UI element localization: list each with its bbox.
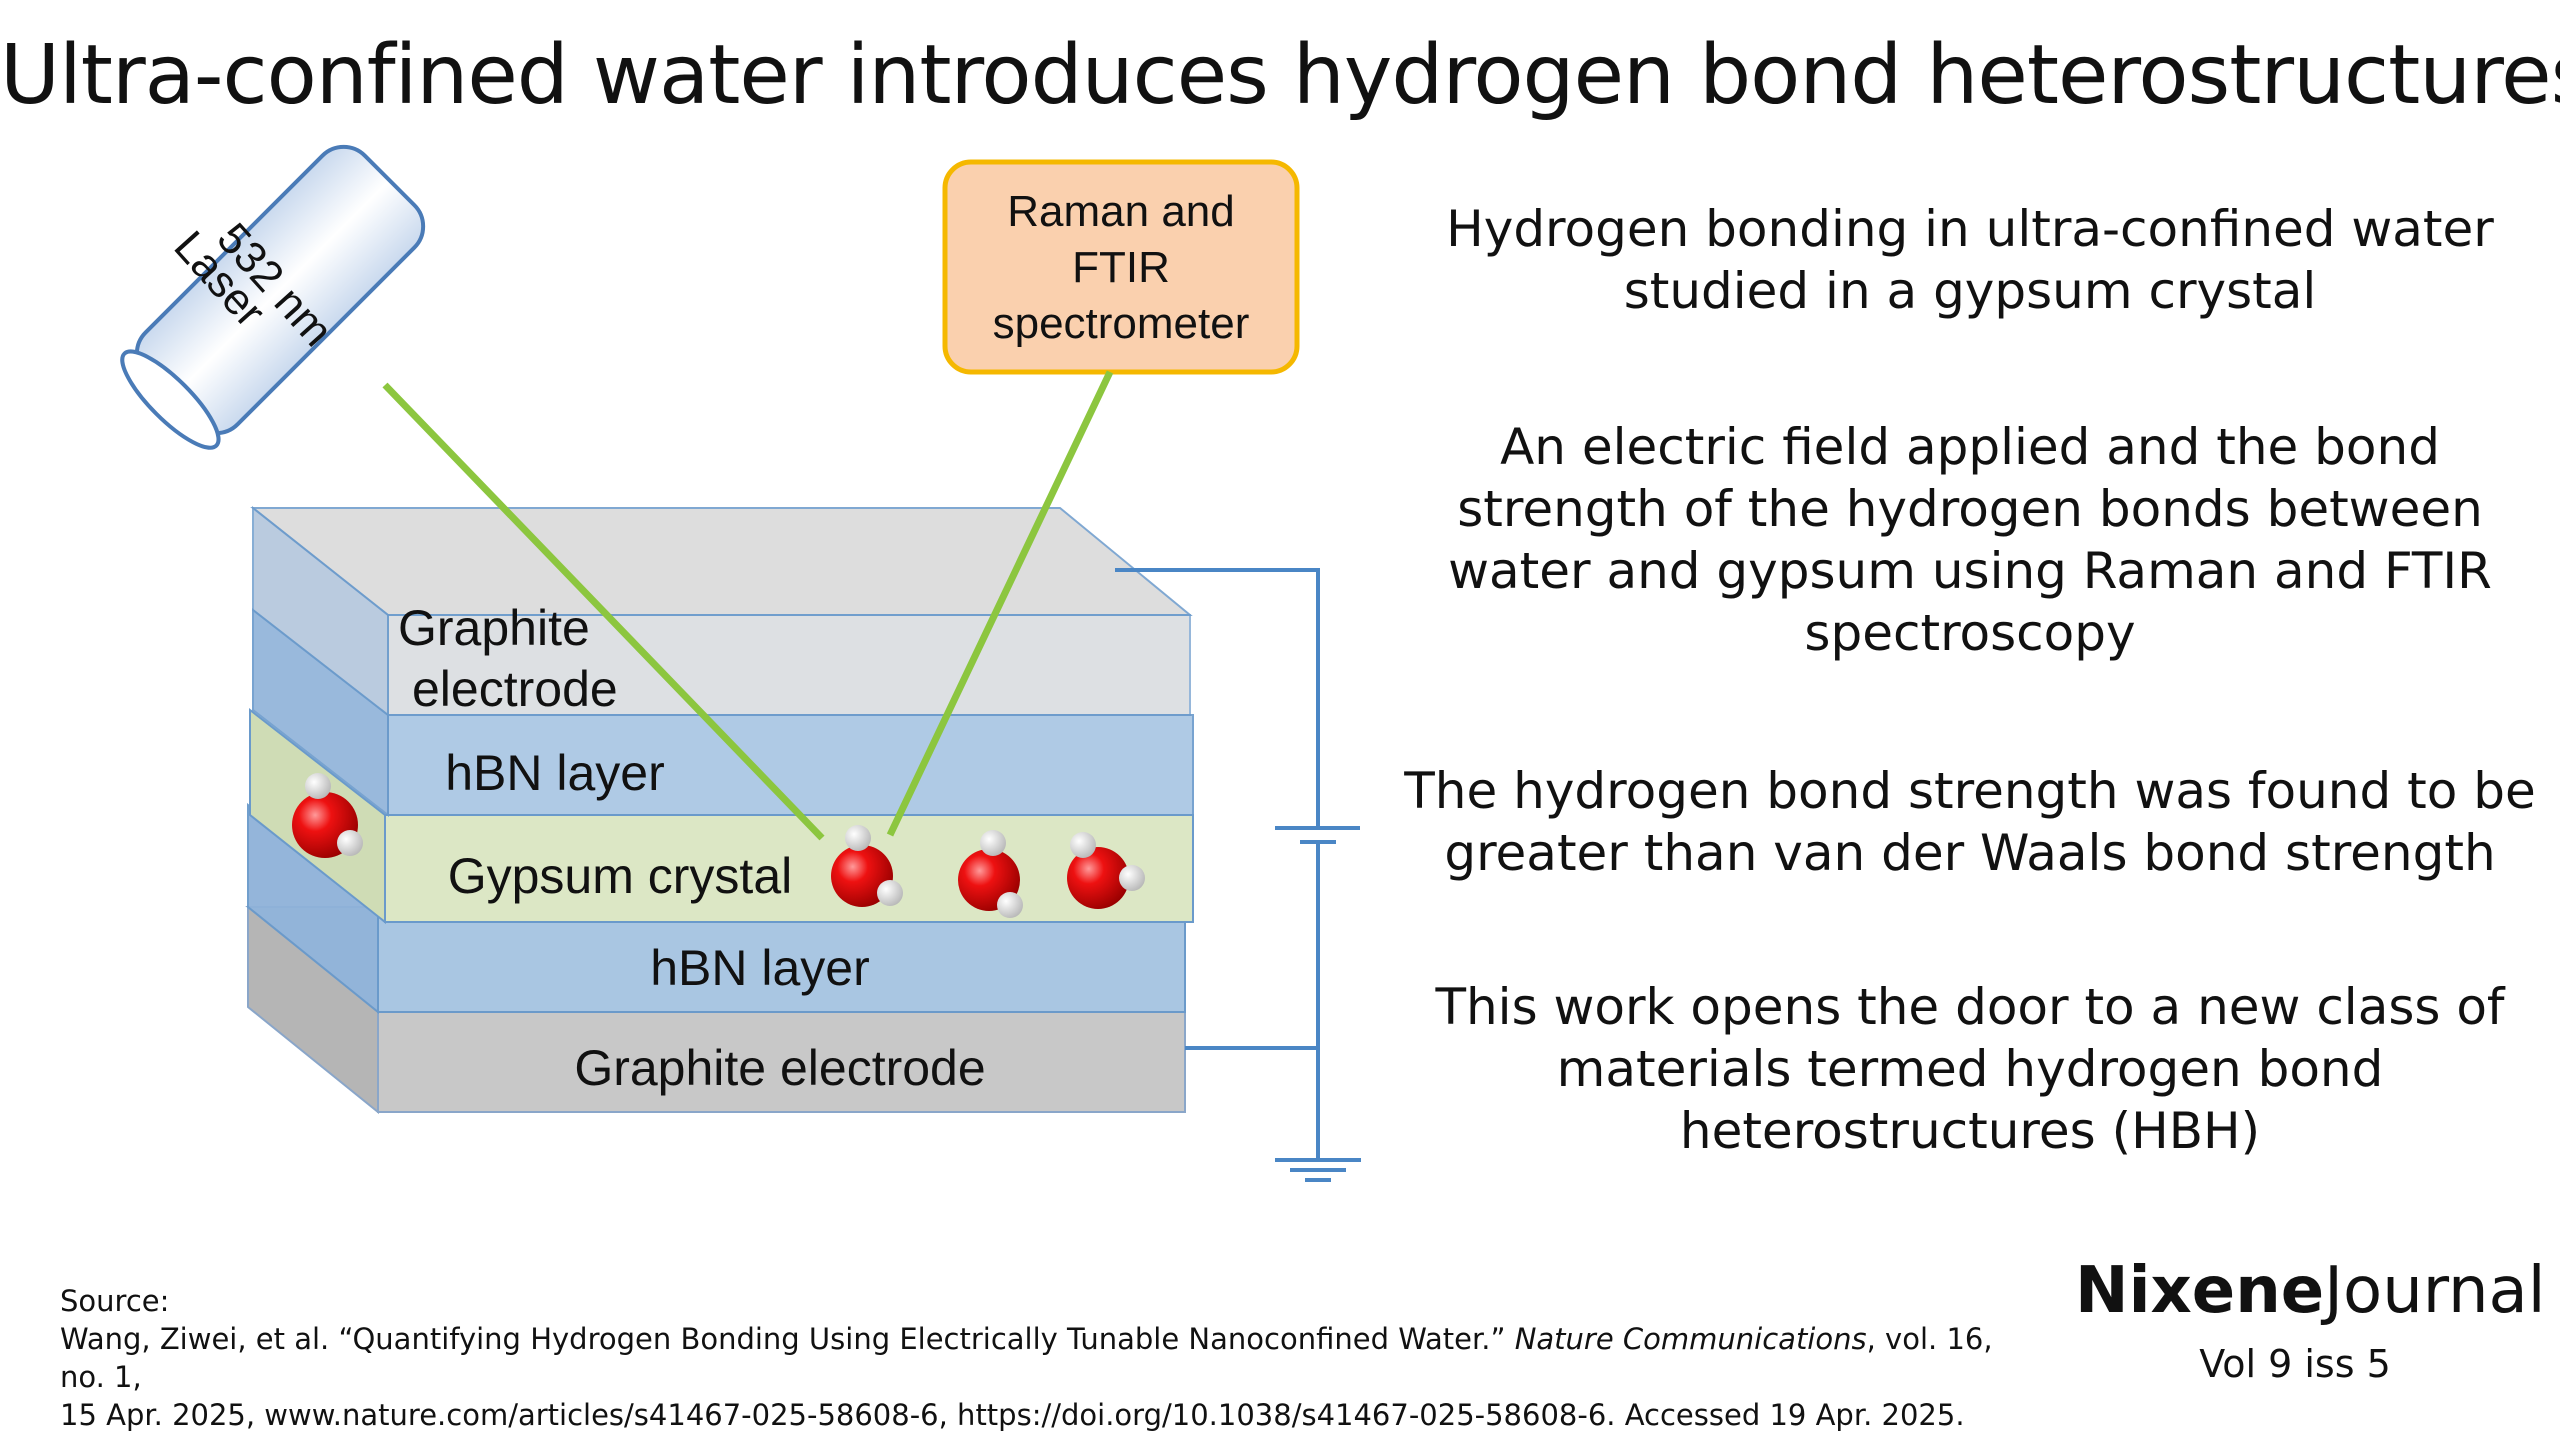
bottom-graphite-label: Graphite electrode xyxy=(574,1040,985,1096)
water-molecule xyxy=(958,830,1023,918)
top-graphite-label-line1: Graphite xyxy=(398,600,590,656)
bottom-hbn-label: hBN layer xyxy=(650,940,870,996)
top-hbn-layer xyxy=(252,607,1194,818)
spectrometer-label-line3: spectrometer xyxy=(993,299,1250,348)
water-molecule xyxy=(292,773,363,858)
gypsum-label: Gypsum crystal xyxy=(448,848,793,904)
page-title: Ultra-confined water introduces hydrogen… xyxy=(0,28,2560,123)
top-graphite-label-line2: electrode xyxy=(412,661,618,717)
source-line1: Wang, Ziwei, et al. “Quantifying Hydroge… xyxy=(60,1322,1993,1394)
source-citation: Source: Wang, Ziwei, et al. “Quantifying… xyxy=(60,1282,2010,1434)
point-1: Hydrogen bonding in ultra-confined water… xyxy=(1446,200,2494,320)
circuit-wires xyxy=(1115,568,1361,1182)
laser-device xyxy=(120,144,426,450)
water-molecule xyxy=(1067,832,1145,909)
point-3: The hydrogen bond strength was found to … xyxy=(1404,762,2536,882)
gypsum-crystal-layer xyxy=(249,707,1194,925)
issue-label: Vol 9 iss 5 xyxy=(2199,1342,2391,1386)
top-hbn-label: hBN layer xyxy=(445,745,665,801)
point-2: An electric field applied and the bond s… xyxy=(1448,418,2492,662)
brand-logo: NixeneJournal xyxy=(2075,1254,2546,1328)
laser-beam-scattered xyxy=(886,370,1114,837)
water-molecule xyxy=(831,825,903,907)
point-4: This work opens the door to a new class … xyxy=(1435,978,2505,1160)
top-graphite-electrode xyxy=(250,505,1193,718)
source-label: Source: xyxy=(60,1284,170,1318)
heterostructure-diagram: 532 nm Laser Raman and FTIR spectrometer… xyxy=(120,144,1361,1182)
source-line2: 15 Apr. 2025, www.nature.com/articles/s4… xyxy=(60,1398,1965,1432)
journal-name: Nature Communications xyxy=(1514,1322,1867,1356)
spectrometer-label-line2: FTIR xyxy=(1072,243,1170,292)
spectrometer-label-line1: Raman and xyxy=(1007,187,1234,236)
spectrometer-box xyxy=(942,159,1300,375)
laser-beam-incident xyxy=(382,382,825,841)
